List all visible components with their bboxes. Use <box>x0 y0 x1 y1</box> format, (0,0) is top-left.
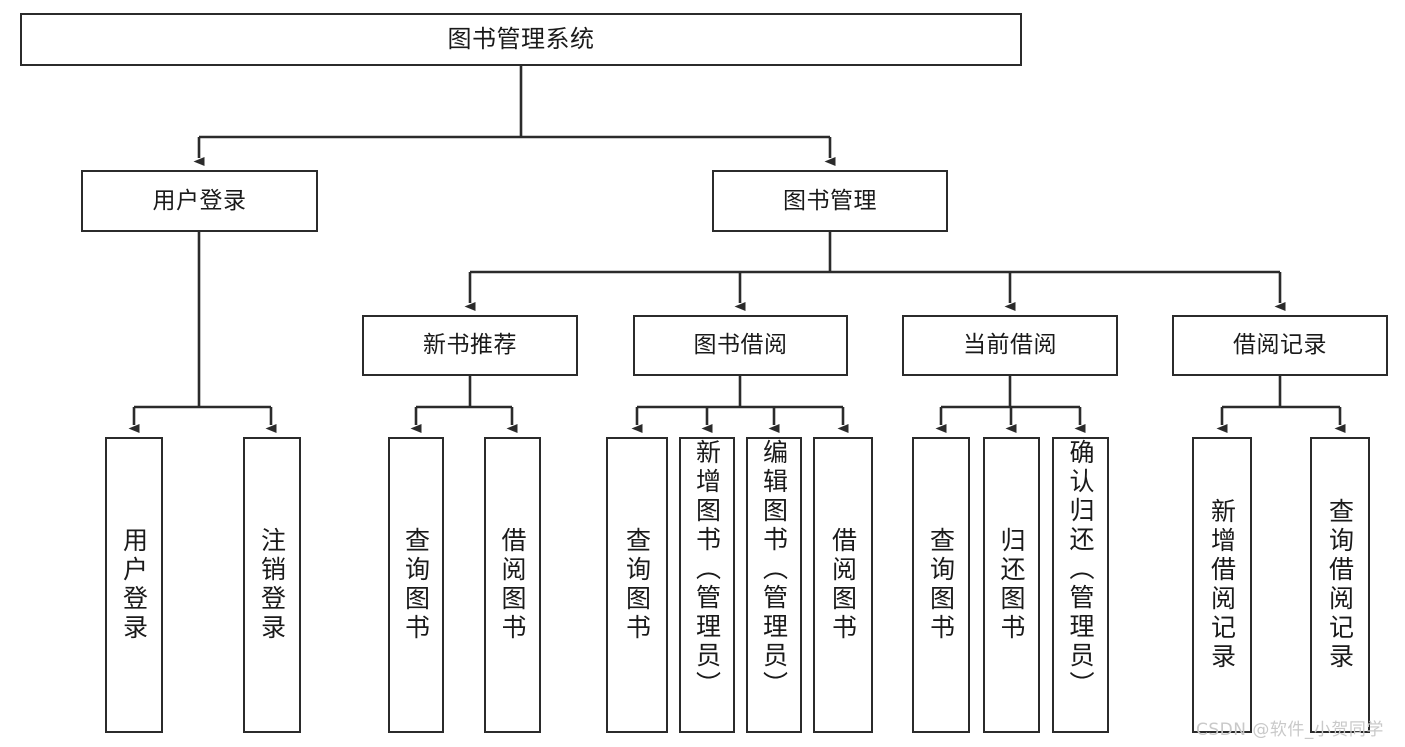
node-label: 新书推荐 <box>423 332 517 359</box>
leaf-label: 查询图书 <box>926 527 956 643</box>
node-current-borrow[interactable]: 当前借阅 <box>902 315 1118 376</box>
leaf-query-borrow-record[interactable]: 查询借阅记录 <box>1310 437 1370 733</box>
leaf-label: 注销登录 <box>257 527 287 643</box>
node-new-book-recommend[interactable]: 新书推荐 <box>362 315 578 376</box>
leaf-label: 查询图书 <box>401 527 431 643</box>
node-label: 当前借阅 <box>963 332 1057 359</box>
leaf-label: 归还图书 <box>997 527 1026 643</box>
leaf-add-borrow-record[interactable]: 新增借阅记录 <box>1192 437 1252 733</box>
leaf-confirm-return-admin[interactable]: 确认归还（管理员） <box>1052 437 1109 733</box>
leaf-user-login[interactable]: 用户登录 <box>105 437 163 733</box>
node-label: 用户登录 <box>152 187 247 214</box>
leaf-add-book-admin[interactable]: 新增图书（管理员） <box>679 437 735 733</box>
leaf-label: 编辑图书（管理员） <box>759 439 789 700</box>
leaf-edit-book-admin[interactable]: 编辑图书（管理员） <box>746 437 802 733</box>
leaf-return-books[interactable]: 归还图书 <box>983 437 1040 733</box>
leaf-query-books-recommend[interactable]: 查询图书 <box>388 437 444 733</box>
node-borrow-records[interactable]: 借阅记录 <box>1172 315 1388 376</box>
leaf-label: 用户登录 <box>119 527 149 643</box>
node-label: 图书管理 <box>783 187 877 214</box>
leaf-label: 确认归还（管理员） <box>1066 439 1095 700</box>
leaf-user-logout[interactable]: 注销登录 <box>243 437 301 733</box>
leaf-borrow-books-recommend[interactable]: 借阅图书 <box>484 437 541 733</box>
node-user-login[interactable]: 用户登录 <box>81 170 318 232</box>
node-label: 图书借阅 <box>693 332 788 359</box>
node-label: 借阅记录 <box>1233 332 1327 359</box>
node-root-system[interactable]: 图书管理系统 <box>20 13 1022 66</box>
node-label: 图书管理系统 <box>447 24 595 53</box>
leaf-query-books-borrow[interactable]: 查询图书 <box>606 437 668 733</box>
leaf-label: 新增借阅记录 <box>1207 498 1237 672</box>
leaf-label: 新增图书（管理员） <box>692 439 722 700</box>
leaf-label: 查询借阅记录 <box>1325 498 1355 672</box>
leaf-borrow-books[interactable]: 借阅图书 <box>813 437 873 733</box>
csdn-watermark: CSDN @软件_小贺同学 <box>1196 720 1384 740</box>
leaf-label: 借阅图书 <box>498 527 527 643</box>
leaf-label: 借阅图书 <box>828 527 858 643</box>
node-book-borrow[interactable]: 图书借阅 <box>633 315 848 376</box>
node-book-management[interactable]: 图书管理 <box>712 170 948 232</box>
leaf-label: 查询图书 <box>622 527 652 643</box>
leaf-query-books-current[interactable]: 查询图书 <box>912 437 970 733</box>
